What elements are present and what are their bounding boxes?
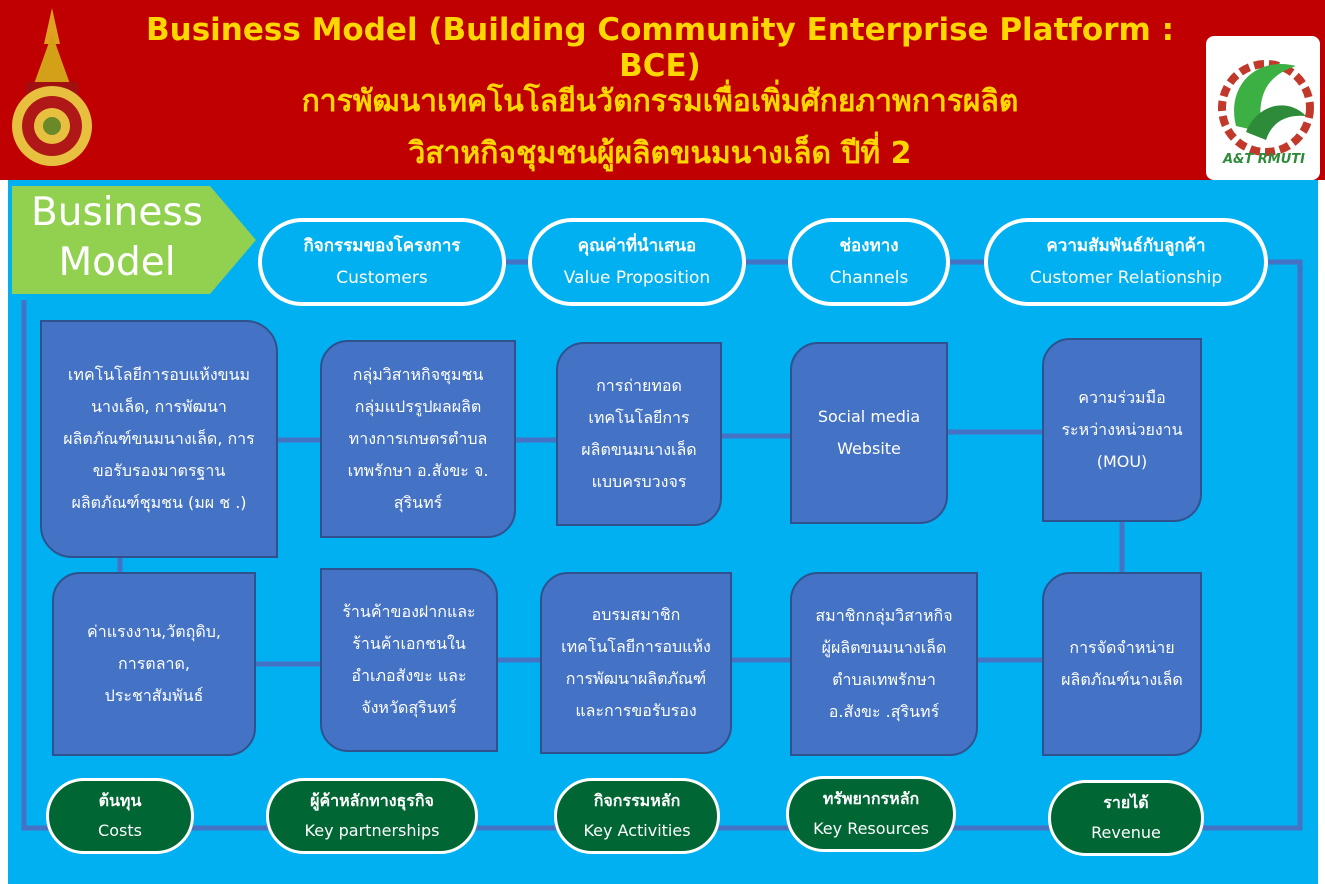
box-technology: เทคโนโลยีการอบแห้งขนม นางเล็ด, การพัฒนา …	[40, 320, 278, 558]
pill-key-activities-thai: กิจกรรมหลัก	[593, 791, 681, 810]
pill-customers-english: Customers	[336, 268, 428, 288]
pill-key-partnerships-english: Key partnerships	[304, 821, 440, 840]
pill-key-resources-english: Key Resources	[813, 819, 929, 838]
box-technology-transfer: การถ่ายทอด เทคโนโลยีการ ผลิตขนมนางเล็ด แ…	[556, 342, 722, 526]
box-resources-detail: สมาชิกกลุ่มวิสาหกิจ ผู้ผลิตขนมนางเล็ด ตำ…	[790, 572, 978, 756]
pill-key-activities-english: Key Activities	[583, 821, 691, 840]
pill-channels: ช่องทาง Channels	[788, 218, 950, 306]
title-english: Business Model (Building Community Enter…	[146, 12, 1174, 84]
pill-revenue-thai: รายได้	[1103, 793, 1149, 812]
box-activities-detail: อบรมสมาชิก เทคโนโลยีการอบแห้ง การพัฒนาผล…	[540, 572, 732, 754]
title-thai-line1: การพัฒนาเทคโนโลยีนวัตกรรมเพื่อเพิ่มศักยภ…	[301, 84, 1019, 119]
header-banner	[0, 0, 1325, 180]
pill-channels-english: Channels	[829, 268, 909, 288]
box-costs-detail: ค่าแรงงาน,วัตถุดิบ, การตลาด, ประชาสัมพัน…	[52, 572, 256, 756]
pill-customers: กิจกรรมของโครงการ Customers	[258, 218, 506, 306]
pill-value-proposition: คุณค่าที่นำเสนอ Value Proposition	[528, 218, 746, 306]
pill-costs-english: Costs	[98, 821, 142, 840]
box-community-enterprise: กลุ่มวิสาหกิจชุมชน กลุ่มแปรรูปผลผลิต ทาง…	[320, 340, 516, 538]
pill-key-partnerships-thai: ผู้ค้าหลักทางธุรกิจ	[310, 791, 434, 810]
pill-costs-thai: ต้นทุน	[98, 791, 142, 810]
box-mou: ความร่วมมือ ระหว่างหน่วยงาน (MOU)	[1042, 338, 1202, 522]
box-partners-detail: ร้านค้าของฝากและ ร้านค้าเอกชนใน อำเภอสัง…	[320, 568, 498, 752]
pill-value-proposition-thai: คุณค่าที่นำเสนอ	[577, 236, 697, 256]
pill-revenue: รายได้ Revenue	[1048, 780, 1204, 856]
pill-key-activities: กิจกรรมหลัก Key Activities	[554, 778, 720, 854]
rmuti-logo-text: A&T RMUTI	[1223, 152, 1305, 167]
box-social-media: Social media Website	[790, 342, 948, 524]
pill-customers-thai: กิจกรรมของโครงการ	[303, 236, 461, 256]
business-model-line1: Business	[31, 190, 203, 235]
pill-value-proposition-english: Value Proposition	[563, 268, 711, 288]
business-model-arrow-tag	[12, 186, 256, 294]
university-emblem-icon	[12, 8, 92, 166]
rmuti-logo-icon	[1206, 36, 1320, 180]
pill-key-partnerships: ผู้ค้าหลักทางธุรกิจ Key partnerships	[266, 778, 478, 854]
pill-key-resources: ทรัพยากรหลัก Key Resources	[786, 776, 956, 852]
pill-customer-relationship-thai: ความสัมพันธ์กับลูกค้า	[1046, 236, 1206, 256]
business-model-line2: Model	[58, 240, 176, 285]
title-thai-line2: วิสาหกิจชุมชนผู้ผลิตขนมนางเล็ด ปีที่ 2	[408, 136, 912, 171]
pill-key-resources-thai: ทรัพยากรหลัก	[822, 789, 920, 808]
box-revenue-detail: การจัดจำหน่าย ผลิตภัณฑ์นางเล็ด	[1042, 572, 1202, 756]
pill-customer-relationship-english: Customer Relationship	[1029, 268, 1223, 288]
pill-revenue-english: Revenue	[1091, 823, 1161, 842]
business-model-label: Business Model	[22, 188, 212, 288]
pill-costs: ต้นทุน Costs	[46, 778, 194, 854]
pill-customer-relationship: ความสัมพันธ์กับลูกค้า Customer Relations…	[984, 218, 1268, 306]
pill-channels-thai: ช่องทาง	[839, 236, 899, 256]
